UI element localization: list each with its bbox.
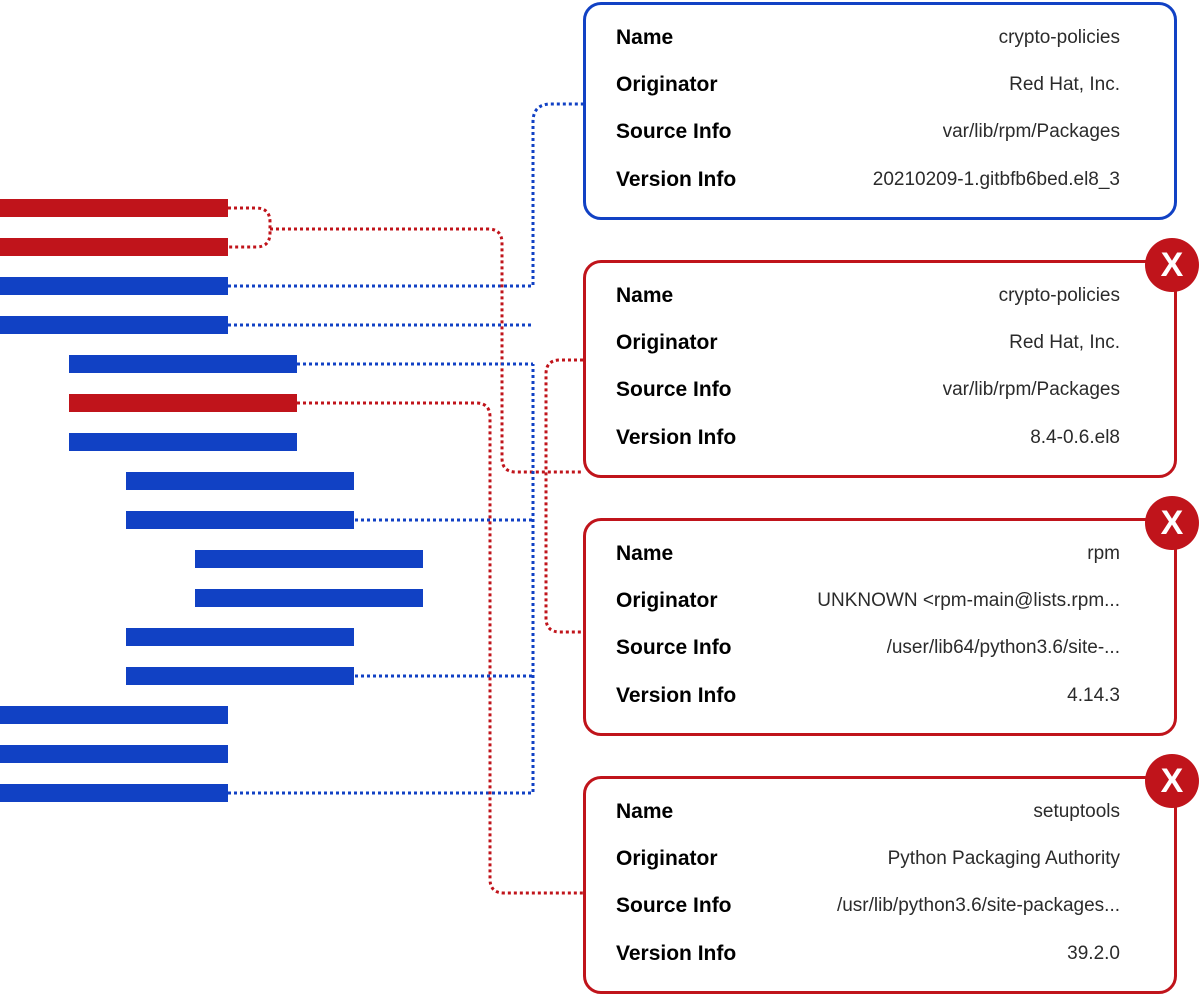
field-label: Name [616, 800, 674, 823]
dependency-bar-15 [0, 745, 228, 763]
field-label: Source Info [616, 636, 732, 659]
field-label: Source Info [616, 894, 732, 917]
field-value: Python Packaging Authority [887, 848, 1120, 869]
field-label: Originator [616, 73, 718, 96]
dependency-bar-8 [126, 472, 354, 490]
field-value: var/lib/rpm/Packages [942, 379, 1120, 400]
dependency-bar-11 [195, 589, 423, 607]
field-value: 8.4-0.6.el8 [1030, 427, 1120, 448]
field-value: rpm [1087, 543, 1120, 564]
dependency-bar-7 [69, 433, 297, 451]
field-row: Originator Red Hat, Inc. [616, 70, 1120, 100]
dependency-bar-14 [0, 706, 228, 724]
field-value: Red Hat, Inc. [1009, 74, 1120, 95]
dependency-bar-1 [0, 199, 228, 217]
field-row: Originator UNKNOWN <rpm-main@lists.rpm... [616, 586, 1120, 616]
field-value: crypto-policies [998, 27, 1120, 48]
field-label: Source Info [616, 378, 732, 401]
dependency-bar-6 [69, 394, 297, 412]
dependency-bar-3 [0, 277, 228, 295]
field-value: Red Hat, Inc. [1009, 332, 1120, 353]
field-label: Version Info [616, 684, 737, 707]
connector-line-10 [297, 401, 583, 895]
field-row: Name crypto-policies [616, 281, 1120, 311]
field-label: Originator [616, 331, 718, 354]
dependency-bar-10 [195, 550, 423, 568]
connector-line-9 [544, 358, 583, 634]
field-row: Name rpm [616, 539, 1120, 569]
field-label: Name [616, 542, 674, 565]
field-value: var/lib/rpm/Packages [942, 121, 1120, 142]
dependency-bar-5 [69, 355, 297, 373]
field-value: 39.2.0 [1067, 943, 1120, 964]
field-label: Version Info [616, 942, 737, 965]
dependency-bar-2 [0, 238, 228, 256]
field-row: Version Info 8.4-0.6.el8 [616, 423, 1120, 453]
dependency-bar-12 [126, 628, 354, 646]
connector-line-8 [228, 364, 535, 795]
field-value: /user/lib64/python3.6/site-... [886, 637, 1120, 658]
field-row: Source Info/user/lib64/python3.6/site-..… [616, 633, 1120, 663]
field-value: setuptools [1033, 801, 1120, 822]
field-label: Originator [616, 589, 718, 612]
field-label: Version Info [616, 168, 737, 191]
field-row: Name setuptools [616, 797, 1120, 827]
field-row: Name crypto-policies [616, 23, 1120, 53]
field-value: /usr/lib/python3.6/site-packages... [836, 895, 1120, 916]
field-row: Version Info 4.14.3 [616, 681, 1120, 711]
dependency-bar-9 [126, 511, 354, 529]
field-row: Source Info/usr/lib/python3.6/site-packa… [616, 891, 1120, 921]
field-label: Name [616, 26, 674, 49]
dependency-bar-4 [0, 316, 228, 334]
field-label: Version Info [616, 426, 737, 449]
field-row: Originator Red Hat, Inc. [616, 328, 1120, 358]
field-value: 20210209-1.gitbfb6bed.el8_3 [872, 169, 1120, 190]
field-value: crypto-policies [998, 285, 1120, 306]
field-label: Name [616, 284, 674, 307]
field-row: Version Info 39.2.0 [616, 939, 1120, 969]
field-row: Version Info 20210209-1.gitbfb6bed.el8_3 [616, 165, 1120, 195]
connector-line-1 [228, 102, 583, 288]
field-value: UNKNOWN <rpm-main@lists.rpm... [817, 590, 1120, 611]
field-row: Source Info var/lib/rpm/Packages [616, 117, 1120, 147]
x-icon: X [1145, 496, 1199, 550]
dependency-bar-16 [0, 784, 228, 802]
field-row: Originator Python Packaging Authority [616, 844, 1120, 874]
connector-line-4 [270, 227, 583, 474]
field-value: 4.14.3 [1067, 685, 1120, 706]
field-label: Originator [616, 847, 718, 870]
field-label: Source Info [616, 120, 732, 143]
connector-line-3 [228, 206, 272, 249]
field-row: Source Info var/lib/rpm/Packages [616, 375, 1120, 405]
x-icon: X [1145, 238, 1199, 292]
x-icon: X [1145, 754, 1199, 808]
dependency-bar-13 [126, 667, 354, 685]
